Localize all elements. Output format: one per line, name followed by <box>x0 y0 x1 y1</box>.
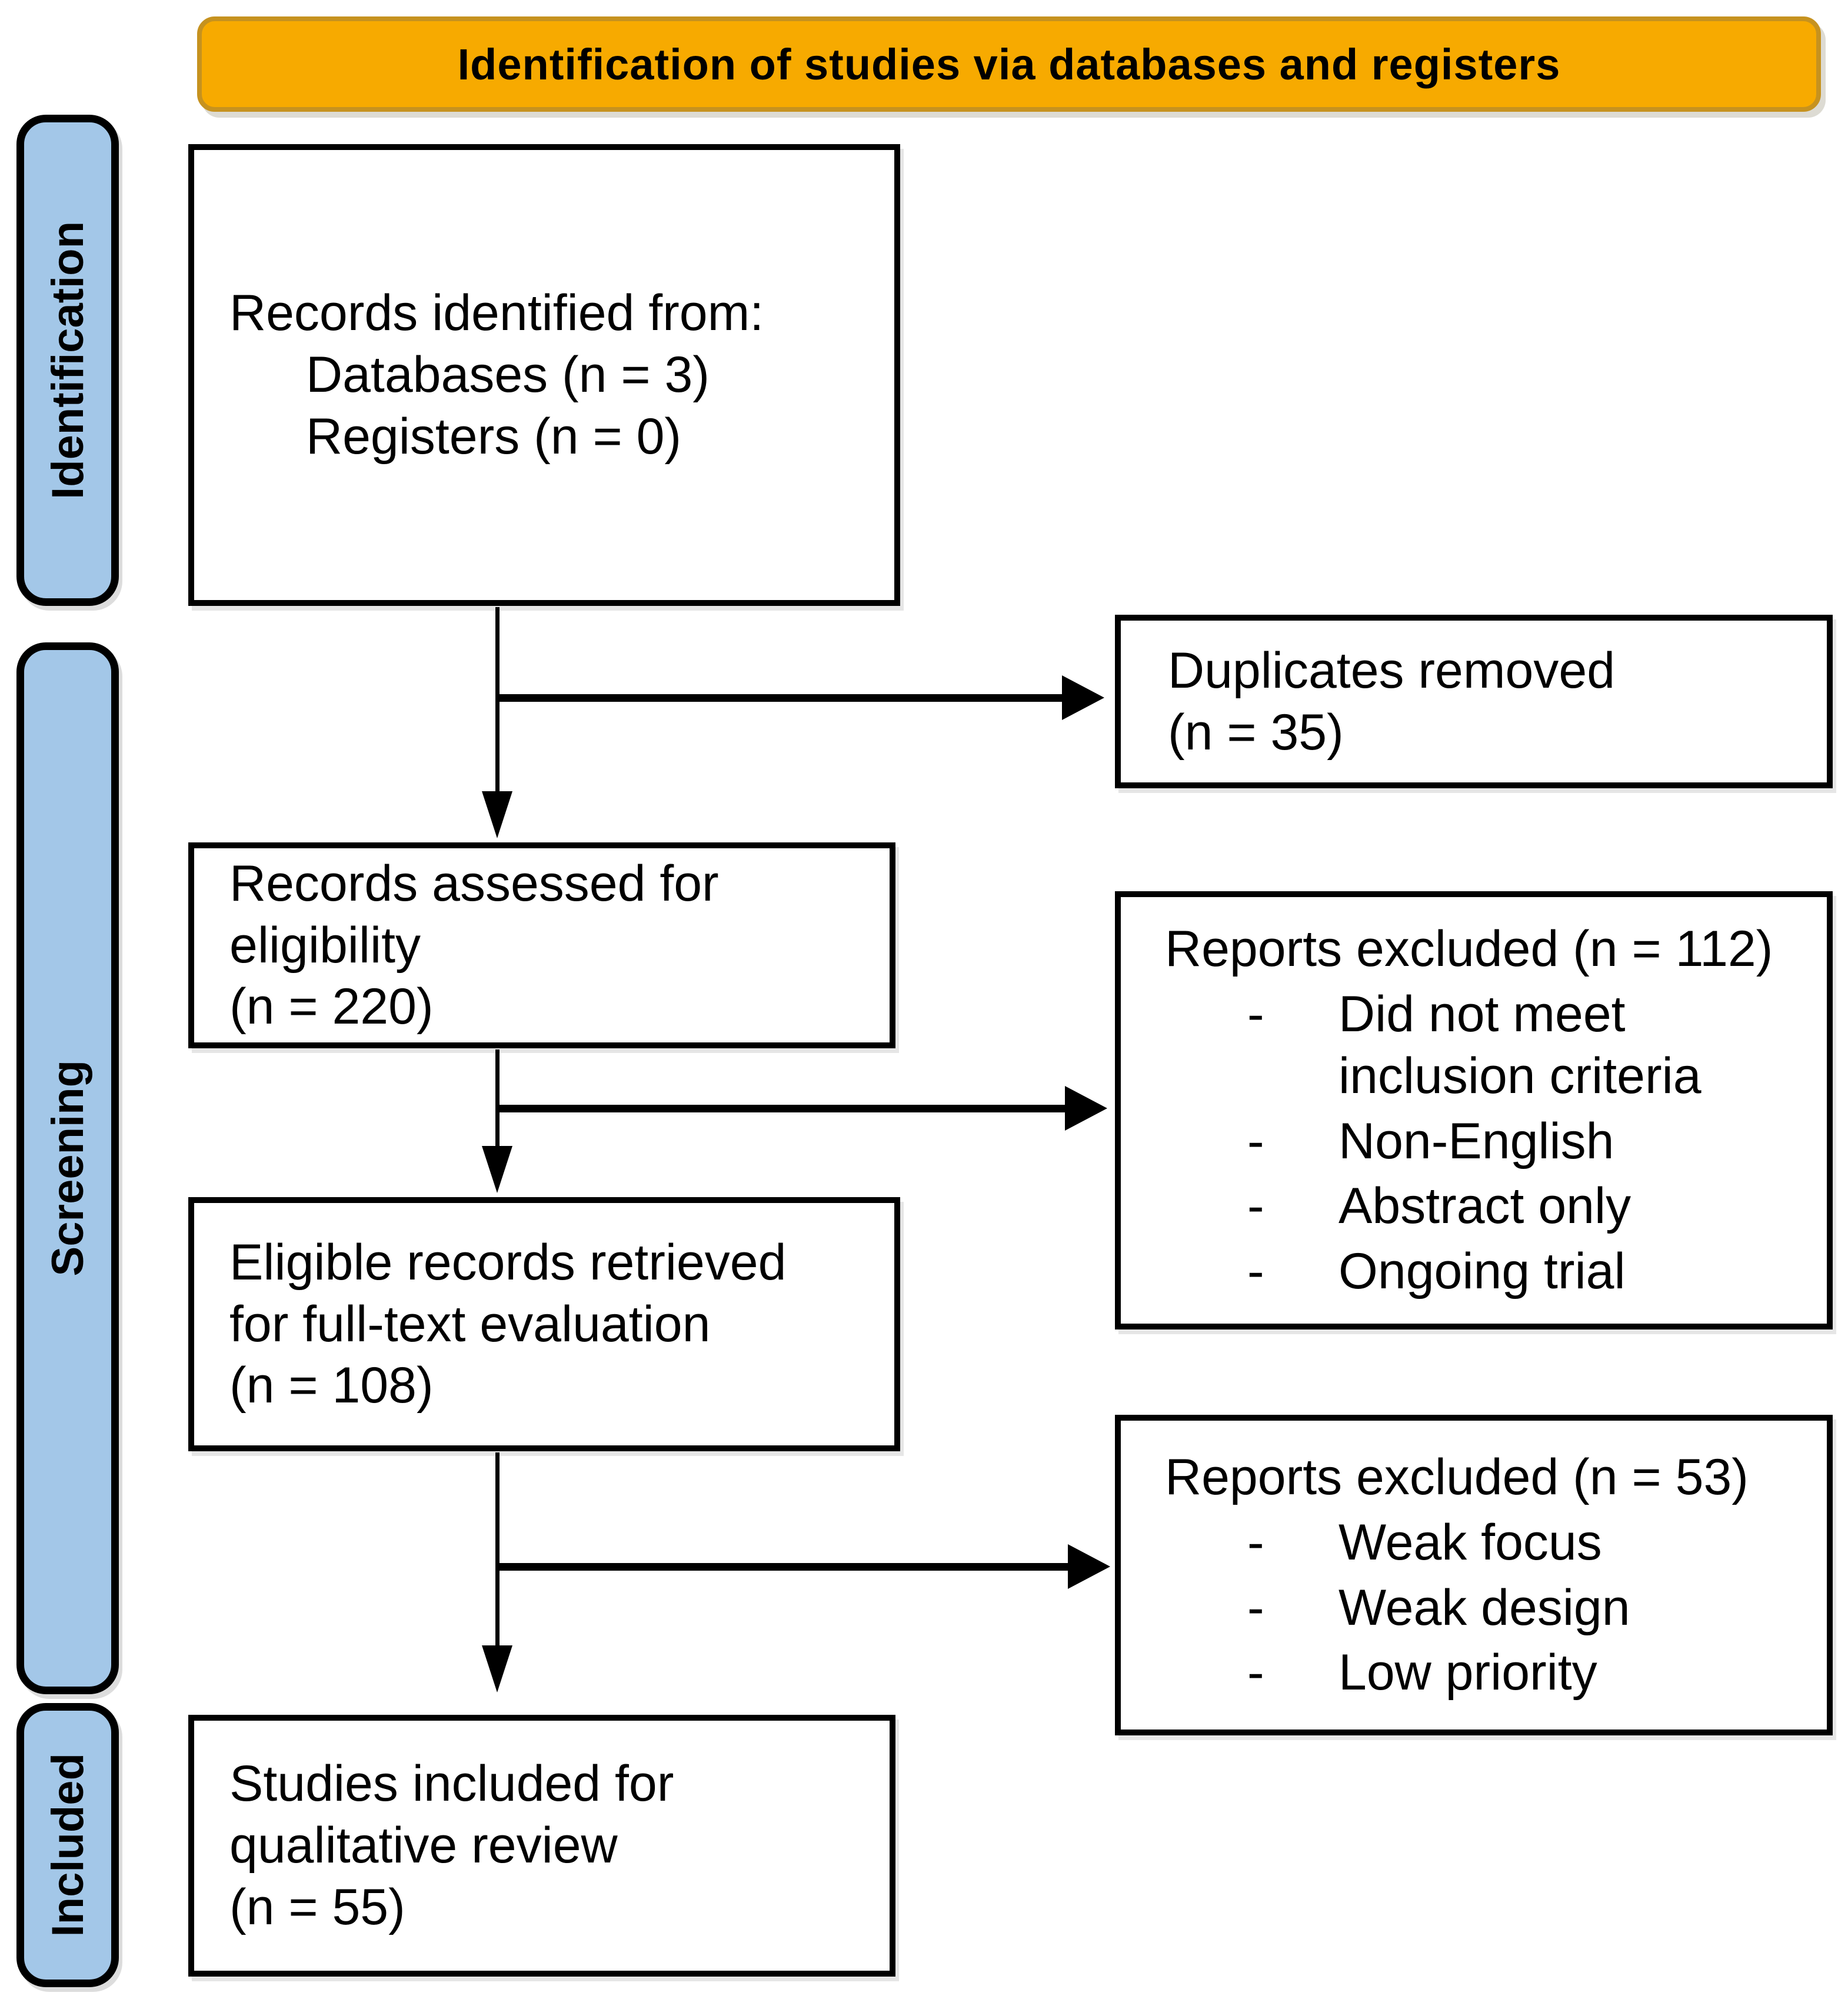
list-item: - Ongoing trial <box>1165 1241 1820 1302</box>
studies-included-line1: Studies included for <box>229 1755 674 1812</box>
banner-title: Identification of studies via databases … <box>457 39 1561 89</box>
arrow-to-duplicates-head <box>1062 675 1104 720</box>
bullet-text: Non-English <box>1338 1112 1614 1169</box>
studies-included-count: (n = 55) <box>229 1878 405 1935</box>
records-assessed-line2: eligibility <box>229 917 421 974</box>
bullet-text: Weak design <box>1338 1579 1630 1636</box>
bullet-dash: - <box>1247 1644 1264 1701</box>
rail-included: Included <box>16 1703 119 1987</box>
records-assessed-line1: Records assessed for <box>229 855 719 912</box>
eligible-retrieved-line2: for full-text evaluation <box>229 1295 711 1352</box>
bullet-text: Ongoing trial <box>1338 1243 1626 1300</box>
rail-identification-label: Identification <box>42 221 93 499</box>
rail-identification: Identification <box>16 115 119 606</box>
bullet-dash: - <box>1247 1243 1264 1300</box>
list-item: - Weak focus <box>1165 1512 1820 1574</box>
arrow-eligible-to-included-line <box>495 1452 500 1647</box>
bullet-text: Weak focus <box>1338 1514 1602 1571</box>
list-item: - Did not meet inclusion criteria <box>1165 984 1820 1107</box>
rail-screening: Screening <box>16 642 119 1694</box>
arrow-eligible-to-included-head <box>482 1645 512 1692</box>
bullet-dash: - <box>1247 1178 1264 1235</box>
box-studies-included: Studies included for qualitative review … <box>188 1715 895 1977</box>
banner: Identification of studies via databases … <box>197 16 1821 112</box>
rail-screening-label: Screening <box>42 1060 93 1277</box>
arrow-identified-to-assessed-head <box>482 791 512 838</box>
reports-excluded-fulltext-title: Reports excluded (n = 53) <box>1165 1448 1749 1505</box>
bullet-dash: - <box>1247 1514 1264 1571</box>
list-item: - Weak design <box>1165 1577 1820 1639</box>
records-identified-line: Records identified from: <box>229 285 764 342</box>
list-item: - Non-English <box>1165 1111 1820 1172</box>
duplicates-removed-line1: Duplicates removed <box>1168 642 1616 699</box>
bullet-dash: - <box>1247 985 1264 1042</box>
arrow-to-duplicates-line <box>497 694 1062 702</box>
arrow-assessed-to-eligible-head <box>482 1146 512 1193</box>
box-reports-excluded-screening: Reports excluded (n = 112) - Did not mee… <box>1115 891 1833 1329</box>
arrow-to-excluded-fulltext-line <box>497 1563 1068 1571</box>
box-records-assessed: Records assessed for eligibility (n = 22… <box>188 842 895 1048</box>
arrow-assessed-to-eligible-line <box>495 1049 500 1147</box>
arrow-to-excluded-screening-line <box>497 1105 1065 1112</box>
list-item: - Low priority <box>1165 1642 1820 1704</box>
bullet-text: Did not meet inclusion criteria <box>1338 985 1702 1104</box>
arrow-to-excluded-screening-head <box>1065 1086 1107 1131</box>
box-reports-excluded-fulltext: Reports excluded (n = 53) - Weak focus -… <box>1115 1415 1833 1735</box>
eligible-retrieved-count: (n = 108) <box>229 1357 434 1414</box>
studies-included-line2: qualitative review <box>229 1817 618 1874</box>
box-records-identified: Records identified from: Databases (n = … <box>188 144 900 606</box>
reports-excluded-screening-title: Reports excluded (n = 112) <box>1165 920 1773 977</box>
bullet-dash: - <box>1247 1579 1264 1636</box>
arrow-to-excluded-fulltext-head <box>1068 1544 1110 1589</box>
box-duplicates-removed: Duplicates removed (n = 35) <box>1115 615 1833 788</box>
records-assessed-count: (n = 220) <box>229 978 434 1035</box>
records-identified-registers: Registers (n = 0) <box>306 408 682 465</box>
rail-included-label: Included <box>42 1753 93 1937</box>
bullet-text: Abstract only <box>1338 1178 1631 1235</box>
duplicates-removed-count: (n = 35) <box>1168 704 1344 761</box>
reports-excluded-screening-list: - Did not meet inclusion criteria - Non-… <box>1165 980 1820 1303</box>
records-identified-databases: Databases (n = 3) <box>306 346 710 404</box>
bullet-dash: - <box>1247 1112 1264 1169</box>
reports-excluded-fulltext-list: - Weak focus - Weak design - Low priorit… <box>1165 1508 1820 1704</box>
eligible-retrieved-line1: Eligible records retrieved <box>229 1234 787 1291</box>
list-item: - Abstract only <box>1165 1175 1820 1237</box>
box-eligible-retrieved: Eligible records retrieved for full-text… <box>188 1197 900 1451</box>
bullet-text: Low priority <box>1338 1644 1597 1701</box>
